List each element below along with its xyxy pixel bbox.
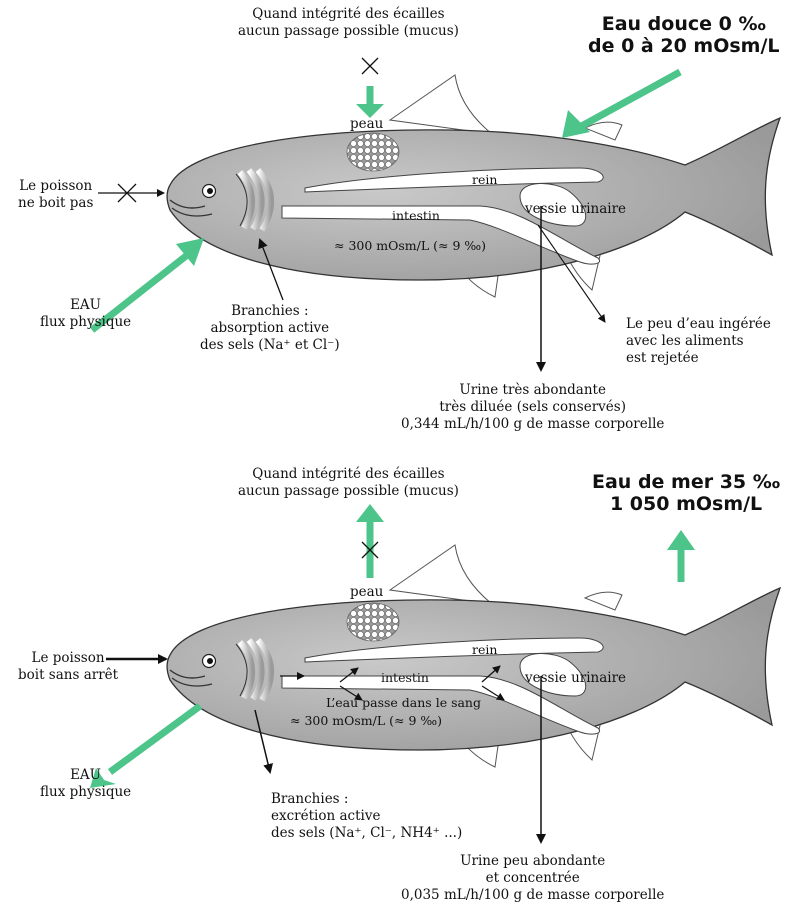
water-loss-arrow — [110, 706, 200, 772]
water-flux-label-sea: EAU flux physique — [40, 767, 131, 801]
blood-passage-note: L’eau passe dans le sang — [326, 694, 481, 711]
skin-blocked-cross — [362, 58, 378, 74]
freshwater-inflow-arrow — [578, 72, 680, 128]
intestine-label-fresh: intestin — [392, 207, 440, 224]
water-flux-label-fresh: EAU flux physique — [40, 297, 131, 331]
intestine-label-sea: intestin — [381, 669, 429, 686]
bladder-label-sea: vessie urinaire — [525, 670, 626, 687]
food-water-note: Le peu d’eau ingérée avec les aliments e… — [626, 316, 771, 367]
scales-note-sea: Quand intégrité des écailles aucun passa… — [238, 466, 459, 500]
blood-osmolarity-fresh: ≈ 300 mOsm/L (≈ 9 ‰) — [334, 237, 486, 254]
kidney-label-sea: rein — [472, 641, 497, 658]
urine-note-sea: Urine peu abondante et concentrée 0,035 … — [401, 853, 664, 904]
seawater-title: Eau de mer 35 ‰ 1 050 mOsm/L — [592, 471, 780, 515]
urine-note-fresh: Urine très abondante très diluée (sels c… — [401, 382, 664, 433]
freshwater-title: Eau douce 0 ‰ de 0 à 20 mOsm/L — [588, 13, 780, 57]
skin-out-arrowhead — [356, 504, 384, 522]
gills-label-sea: Branchies : excrétion active des sels (N… — [271, 791, 462, 842]
blood-osmolarity-sea: ≈ 300 mOsm/L (≈ 9 ‰) — [290, 712, 442, 729]
scales-note-fresh: Quand intégrité des écailles aucun passa… — [238, 6, 459, 40]
drink-note-sea: Le poisson boit sans arrêt — [18, 650, 118, 684]
gills-label-fresh: Branchies : absorption active des sels (… — [200, 303, 340, 354]
drink-note-fresh: Le poisson ne boit pas — [18, 178, 93, 212]
kidney-label-fresh: rein — [472, 171, 497, 188]
skin-label-sea: peau — [350, 584, 383, 601]
skin-label-fresh: peau — [350, 116, 383, 133]
bladder-label-fresh: vessie urinaire — [525, 201, 626, 218]
seawater-outflow-arrowhead — [667, 530, 695, 550]
